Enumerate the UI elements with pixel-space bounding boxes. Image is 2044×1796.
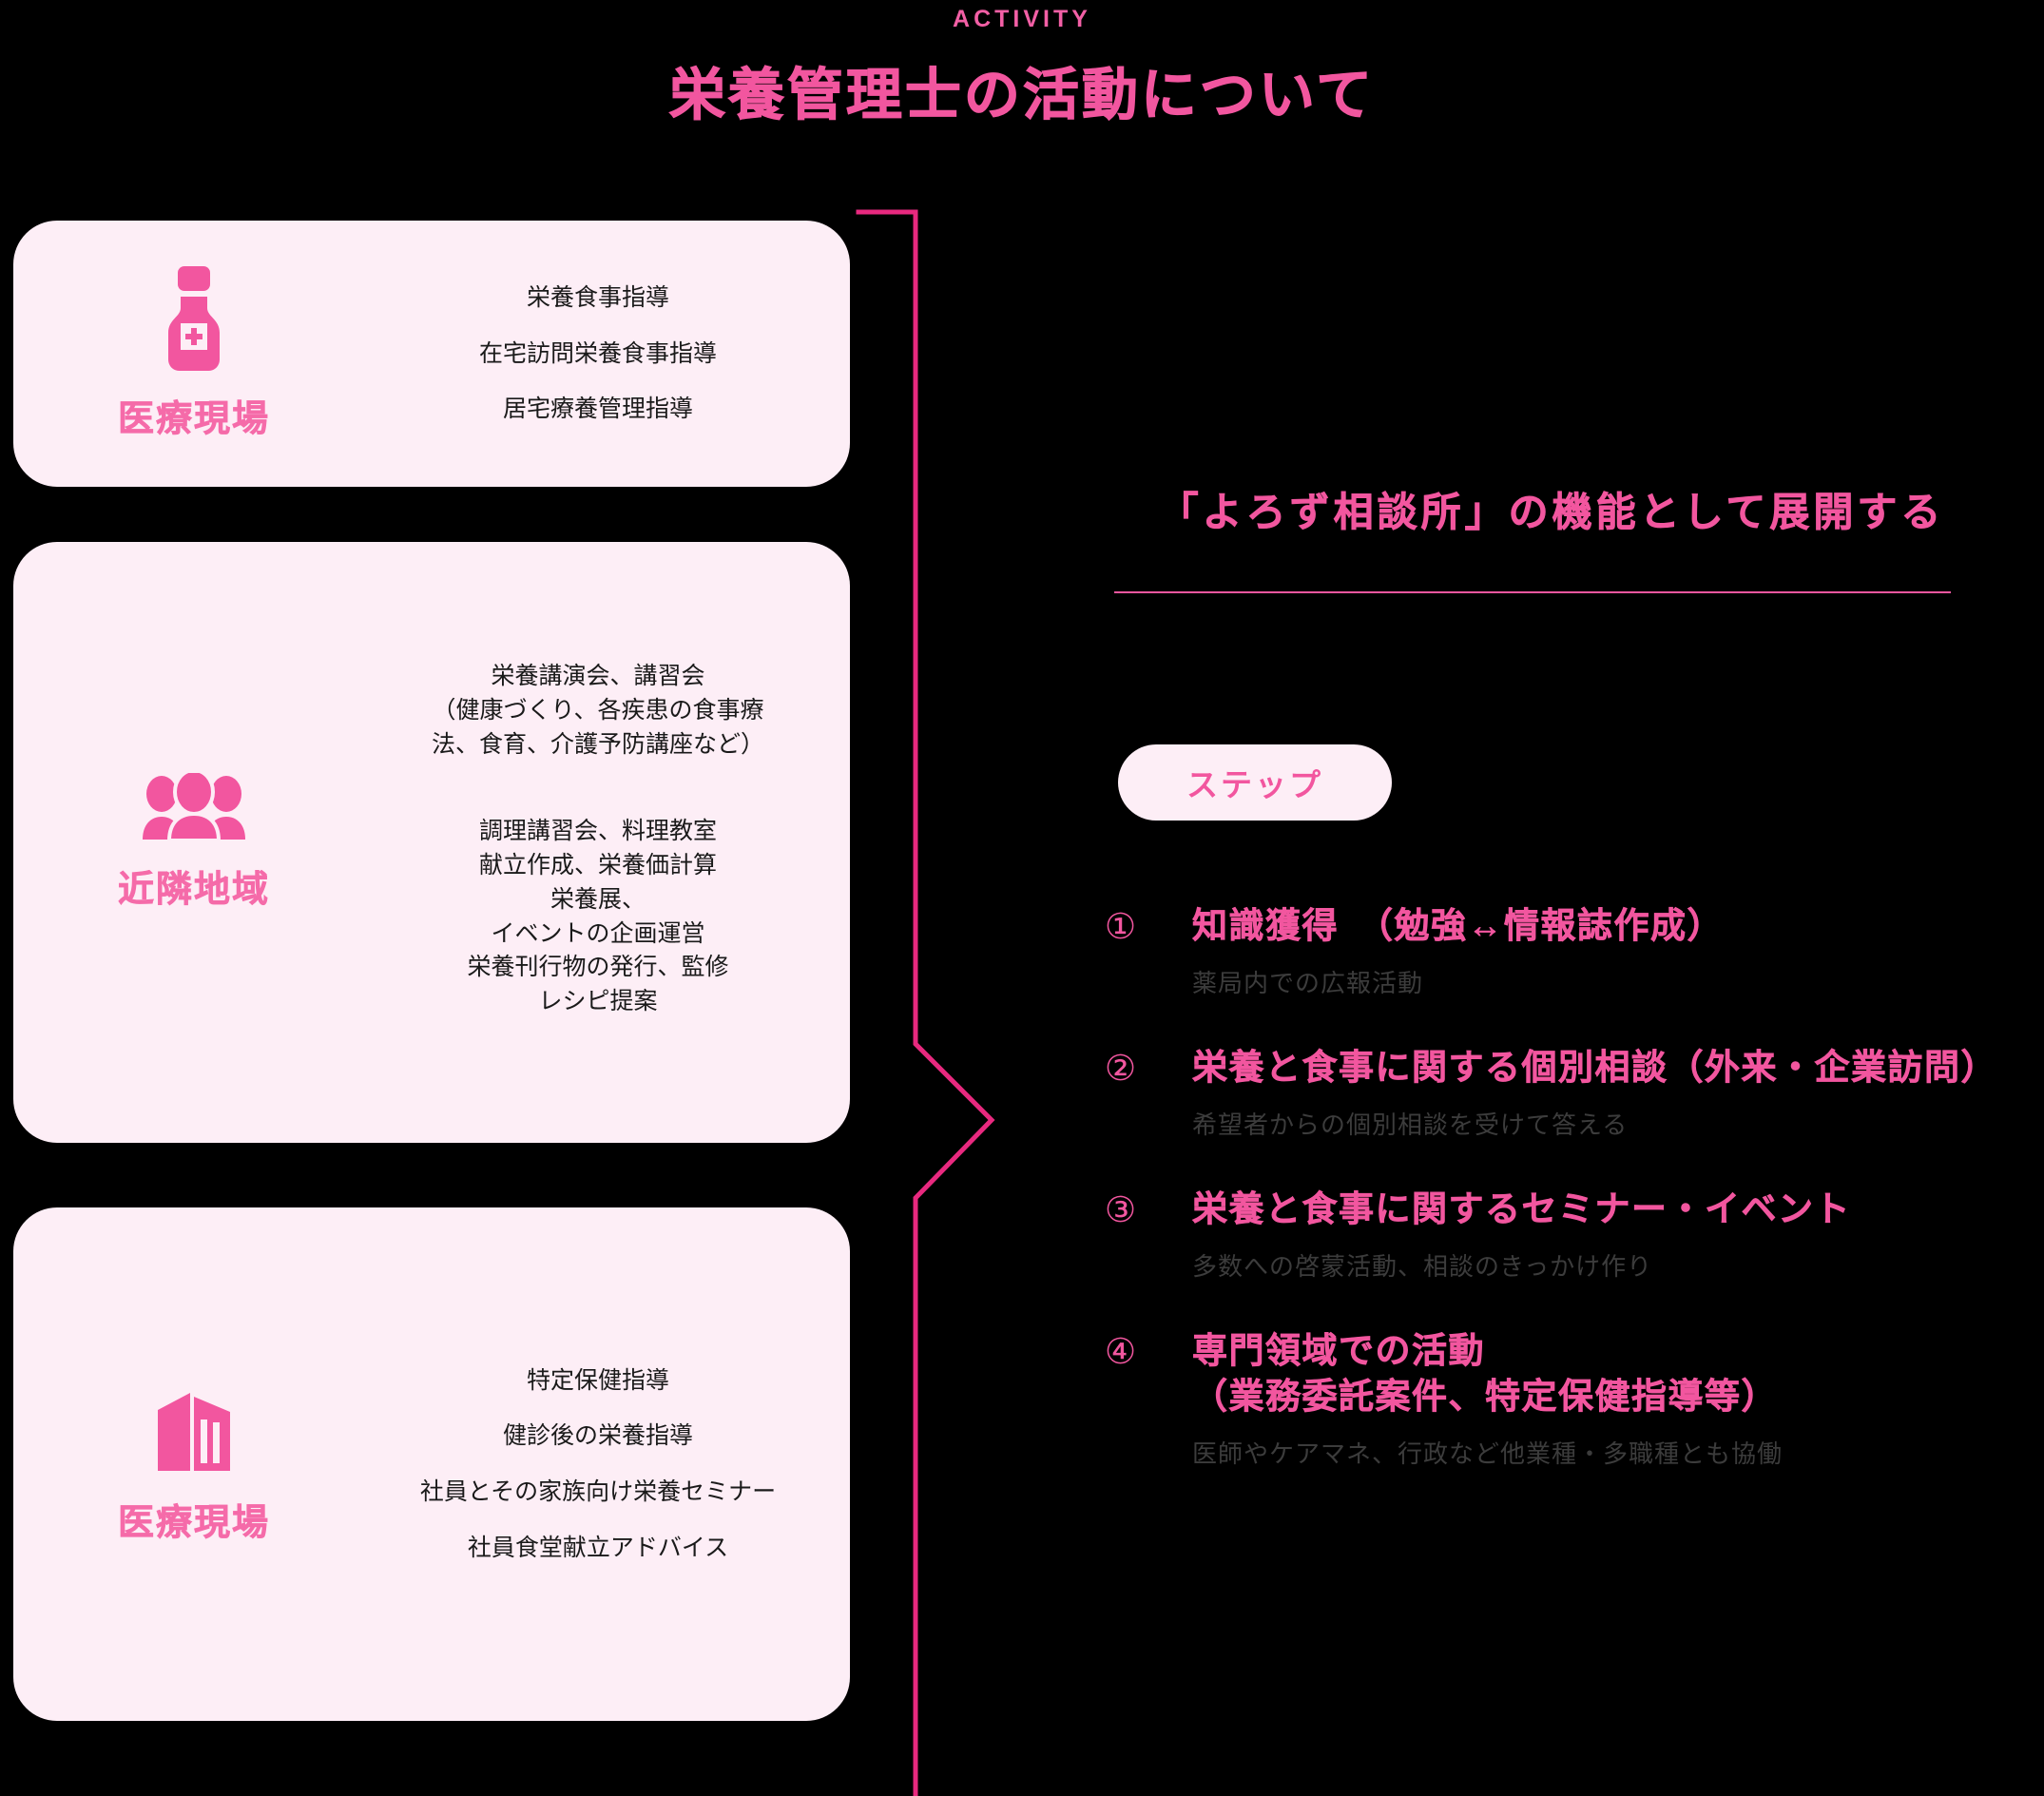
card-text-line: 栄養食事指導 (526, 283, 669, 311)
page-title: 栄養管理士の活動について (668, 64, 1376, 127)
step-number: ② (1105, 1049, 1137, 1089)
card-text-line: 調理講習会、料理教室 (478, 818, 717, 845)
step-item: ② 栄養と食事に関する個別相談（外来・企業訪問） 希望者からの個別相談を受けて答… (1105, 1045, 2044, 1141)
card-text-group: 調理講習会、料理教室 献立作成、栄養価計算 栄養展、 イベントの企画運営 栄養刊… (375, 818, 821, 1015)
card-text-line: 居宅療養管理指導 (502, 396, 693, 423)
card-text-line: 社員とその家族向け栄養セミナー (419, 1478, 777, 1505)
step-title: 栄養と食事に関する個別相談（外来・企業訪問） (1192, 1048, 1997, 1088)
card-icon-block: 医療現場 (13, 1383, 375, 1545)
card-text-line: 健診後の栄養指導 (502, 1422, 693, 1450)
step-item: ③ 栄養と食事に関するセミナー・イベント 多数への啓蒙活動、相談のきっかけ作り (1105, 1187, 2044, 1283)
activity-card-community: 近隣地域 栄養講演会、講習会 （健康づくり、各疾患の食事療 法、食育、介護予防講… (13, 542, 850, 1143)
right-panel: 「よろず相談所」の機能として展開する ステップ ① 知識獲得 （勉強↔情報誌作成… (1093, 0, 2044, 1796)
card-text-line: （健康づくり、各疾患の食事療 (432, 696, 764, 724)
card-text-line: 栄養講演会、講習会 (491, 663, 705, 690)
card-text-block: 栄養食事指導 在宅訪問栄養食事指導 居宅療養管理指導 (375, 284, 850, 423)
step-description: 多数への啓蒙活動、相談のきっかけ作り (1192, 1252, 1653, 1282)
step-number: ④ (1105, 1332, 1137, 1372)
text-spacer (375, 764, 821, 818)
step-content: 専門領域での活動 （業務委託案件、特定保健指導等） 医師やケアマネ、行政など他業… (1192, 1328, 2044, 1470)
medicine-bottle-icon (149, 266, 239, 376)
step-list: ① 知識獲得 （勉強↔情報誌作成） 薬局内での広報活動 ② 栄養と食事に関する個… (1105, 903, 2044, 1470)
card-text-line: 献立作成、栄養価計算 (478, 852, 717, 879)
step-title-line1: 専門領域での活動 (1192, 1331, 1485, 1371)
step-badge: ステップ (1118, 744, 1392, 821)
flow-connector (856, 209, 1103, 1796)
step-title: 栄養と食事に関するセミナー・イベント (1192, 1189, 1851, 1229)
card-text-line: 栄養展、 (550, 885, 646, 913)
step-content: 栄養と食事に関するセミナー・イベント 多数への啓蒙活動、相談のきっかけ作り (1192, 1187, 2044, 1283)
card-text-line: 特定保健指導 (526, 1366, 669, 1394)
card-label: 医療現場 (117, 399, 270, 440)
title-underline (1114, 591, 1951, 593)
card-text-line: 在宅訪問栄養食事指導 (478, 339, 717, 367)
activity-card-workplace: 医療現場 特定保健指導 健診後の栄養指導 社員とその家族向け栄養セミナー 社員食… (13, 1207, 850, 1721)
step-content: 知識獲得 （勉強↔情報誌作成） 薬局内での広報活動 (1192, 903, 2044, 999)
step-item: ① 知識獲得 （勉強↔情報誌作成） 薬局内での広報活動 (1105, 903, 2044, 999)
right-panel-title: 「よろず相談所」の機能として展開する (1158, 490, 1945, 535)
card-text-group: 栄養講演会、講習会 （健康づくり、各疾患の食事療 法、食育、介護予防講座など） (375, 663, 821, 758)
card-text-line: 栄養刊行物の発行、監修 (467, 954, 729, 981)
step-title-line2: （業務委託案件、特定保健指導等） (1192, 1377, 1778, 1417)
card-text-line: イベントの企画運営 (491, 919, 705, 947)
card-text-line: 法、食育、介護予防講座など） (431, 730, 764, 758)
step-number: ① (1105, 907, 1137, 946)
card-text-block: 特定保健指導 健診後の栄養指導 社員とその家族向け栄養セミナー 社員食堂献立アド… (375, 1367, 850, 1562)
step-item: ④ 専門領域での活動 （業務委託案件、特定保健指導等） 医師やケアマネ、行政など… (1105, 1328, 2044, 1470)
card-label: 医療現場 (117, 1503, 270, 1544)
section-eyebrow: ACTIVITY (953, 6, 1091, 32)
card-text-line: 社員食堂献立アドバイス (467, 1534, 729, 1561)
card-text-block: 栄養講演会、講習会 （健康づくり、各疾患の食事療 法、食育、介護予防講座など） … (375, 663, 850, 1022)
step-title: 専門領域での活動 （業務委託案件、特定保健指導等） (1192, 1328, 2044, 1419)
step-content: 栄養と食事に関する個別相談（外来・企業訪問） 希望者からの個別相談を受けて答える (1192, 1045, 2044, 1141)
card-text-line: レシピ提案 (538, 988, 658, 1015)
card-icon-block: 近隣地域 (13, 768, 375, 912)
step-description: 薬局内での広報活動 (1192, 969, 1424, 998)
people-group-icon (141, 768, 247, 846)
card-label: 近隣地域 (117, 870, 270, 911)
step-title: 知識獲得 （勉強↔情報誌作成） (1192, 906, 1724, 946)
step-description: 希望者からの個別相談を受けて答える (1192, 1110, 1629, 1140)
step-description: 医師やケアマネ、行政など他業種・多職種とも協働 (1192, 1439, 1784, 1469)
activity-card-medical: 医療現場 栄養食事指導 在宅訪問栄養食事指導 居宅療養管理指導 (13, 221, 850, 487)
building-icon (148, 1383, 240, 1479)
step-number: ③ (1105, 1190, 1137, 1230)
card-icon-block: 医療現場 (13, 266, 375, 441)
